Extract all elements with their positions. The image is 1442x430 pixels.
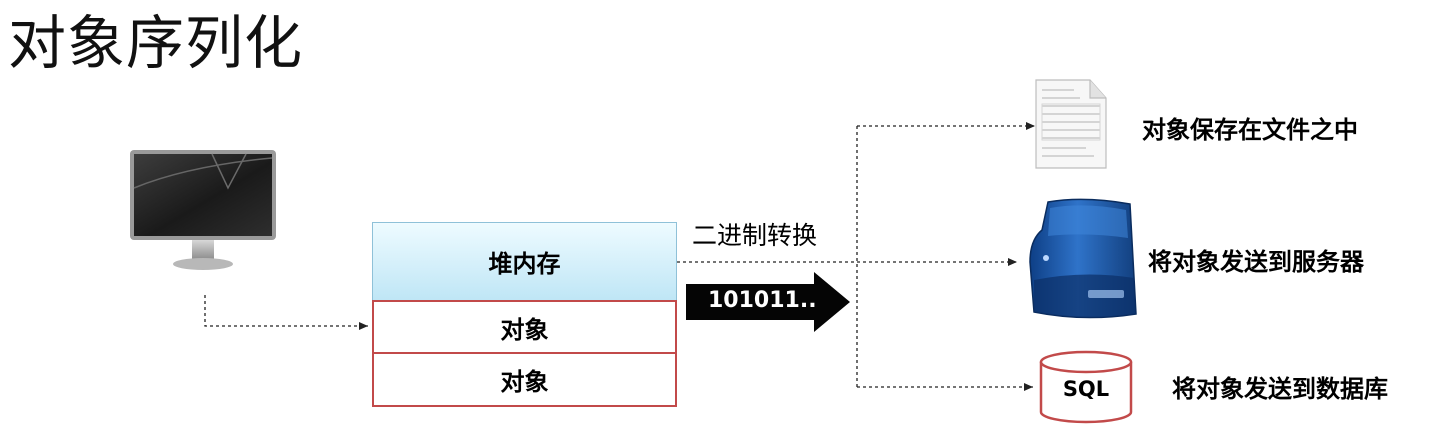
heap-memory-box: 堆内存 [372, 222, 677, 301]
binary-conversion-label: 二进制转换 [692, 221, 818, 250]
destination-database-label: 将对象发送到数据库 [1172, 375, 1388, 403]
arrow-right-icon [686, 272, 850, 332]
monitor-to-objects-line [204, 295, 368, 330]
object-label: 对象 [500, 368, 549, 396]
object-box: 对象 [372, 300, 677, 354]
server-icon [1029, 198, 1137, 319]
object-box: 对象 [372, 354, 677, 407]
monitor-icon [130, 150, 276, 270]
object-label: 对象 [500, 315, 549, 344]
database-icon [1039, 350, 1133, 424]
database-label: SQL [1062, 377, 1110, 401]
document-icon [1035, 79, 1107, 169]
destination-file-label: 对象保存在文件之中 [1142, 116, 1358, 144]
page-title: 对象序列化 [8, 9, 304, 77]
binary-value: 101011.. [708, 288, 817, 313]
heap-label: 堆内存 [488, 250, 561, 278]
destination-server-label: 将对象发送到服务器 [1148, 248, 1364, 276]
